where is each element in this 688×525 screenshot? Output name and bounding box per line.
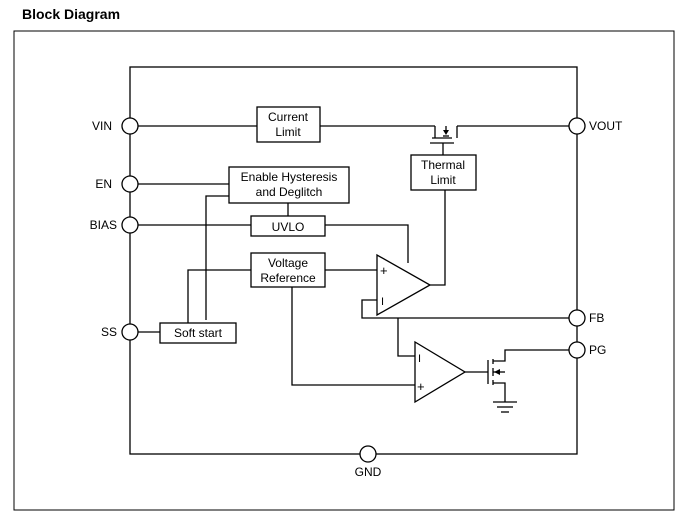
wire-fb-comp — [397, 318, 415, 357]
pin-gnd — [359, 445, 377, 463]
enable-label-2: and Deglitch — [256, 185, 323, 199]
soft-start-block — [159, 322, 237, 344]
error-amplifier — [376, 253, 432, 317]
thermal-limit-block — [410, 154, 477, 191]
current-limit-label-1: Current — [268, 110, 309, 124]
wire-uvlo-amp — [325, 224, 409, 263]
error-amp-plus: + — [380, 263, 388, 278]
thermal-limit-label-1: Thermal — [421, 158, 465, 172]
pin-vin — [121, 117, 139, 135]
wire-amp-thermal — [430, 190, 446, 286]
wire-softstart-bus — [187, 269, 206, 323]
chip-outline — [129, 66, 578, 455]
current-limit-label-2: Limit — [275, 125, 301, 139]
pin-fb-label: FB — [589, 311, 604, 325]
pin-vin-label: VIN — [92, 119, 112, 133]
pin-vout — [568, 117, 586, 135]
vref-label-1: Voltage — [268, 256, 308, 270]
pin-ss — [121, 323, 139, 341]
uvlo-block — [250, 215, 326, 237]
outer-frame — [13, 30, 675, 511]
pass-transistor-icon — [430, 125, 569, 144]
current-limit-block — [256, 106, 321, 143]
wire-enable-bus — [205, 195, 229, 320]
vref-label-2: Reference — [260, 271, 316, 285]
soft-start-label: Soft start — [174, 326, 223, 340]
enable-hysteresis-block — [228, 166, 350, 204]
pin-en — [121, 175, 139, 193]
pg-transistor-icon — [487, 349, 569, 402]
thermal-limit-label-2: Limit — [430, 173, 456, 187]
pg-comparator — [414, 340, 467, 404]
pin-gnd-label: GND — [355, 465, 382, 479]
diagram-title: Block Diagram — [22, 6, 121, 22]
pin-fb — [568, 309, 586, 327]
pin-ss-label: SS — [101, 325, 117, 339]
pin-pg — [568, 341, 586, 359]
wire-vref-comp — [291, 287, 415, 386]
comp-minus: I — [418, 353, 421, 365]
enable-label-1: Enable Hysteresis — [241, 170, 338, 184]
uvlo-label: UVLO — [272, 220, 305, 234]
wire-fb-loop — [361, 299, 569, 319]
pin-pg-label: PG — [589, 343, 606, 357]
voltage-reference-block — [250, 252, 326, 288]
error-amp-minus: I — [381, 296, 384, 308]
pin-vout-label: VOUT — [589, 119, 623, 133]
pin-bias-label: BIAS — [90, 218, 117, 232]
ground-icon — [493, 401, 517, 413]
comp-plus: + — [417, 379, 425, 394]
pin-en-label: EN — [95, 177, 112, 191]
pin-bias — [121, 216, 139, 234]
